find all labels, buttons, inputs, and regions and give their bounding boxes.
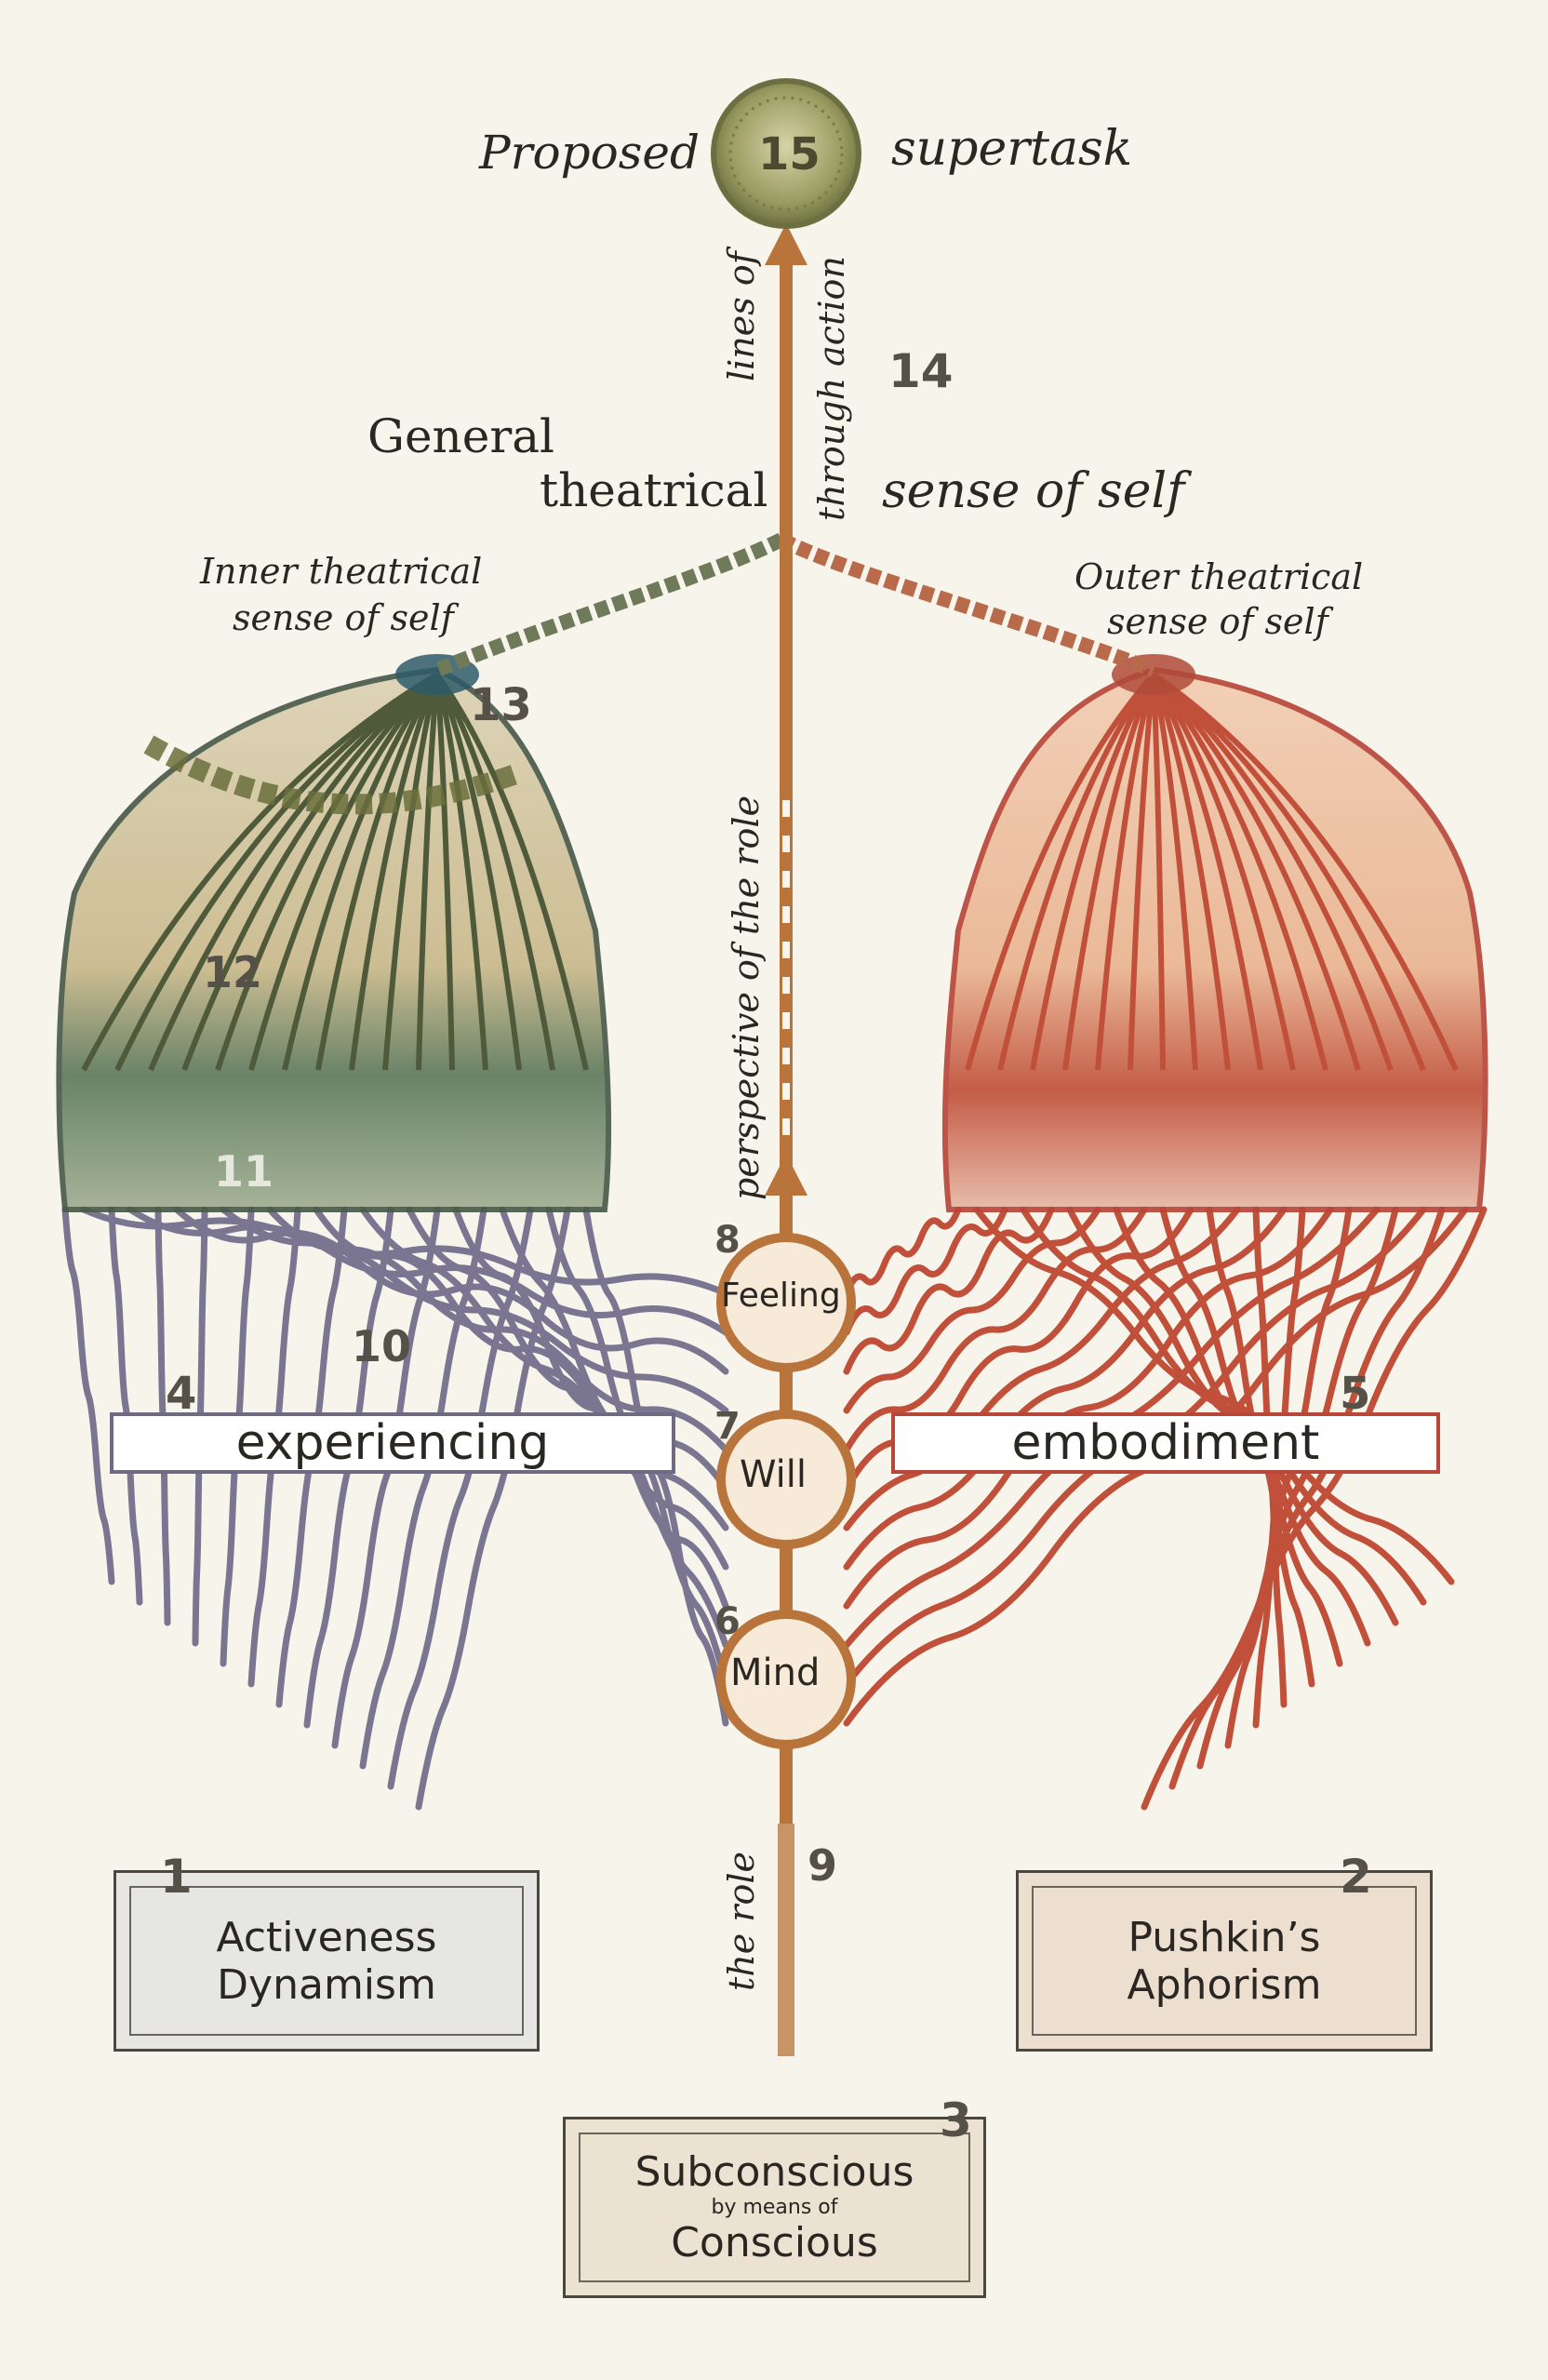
number-6: 6 <box>714 1600 741 1643</box>
mind-label: Mind <box>730 1651 820 1694</box>
pushkins-label: Pushkin’s <box>1128 1914 1321 1961</box>
the-role-label: the role <box>721 1852 762 1991</box>
embodiment-label: embodiment <box>1012 1415 1320 1471</box>
perspective-label: perspective of the role <box>726 796 767 1200</box>
embodiment-band: embodiment <box>891 1412 1440 1474</box>
through-action-label: through action <box>811 256 852 521</box>
left-roots <box>65 1210 726 1807</box>
left-root <box>65 1210 112 1582</box>
general-label-line1: General <box>367 409 554 463</box>
will-label: Will <box>740 1453 807 1496</box>
by-means-of-label: by means of <box>711 2196 837 2219</box>
outer-theatrical-line2: sense of self <box>1107 601 1328 642</box>
number-4: 4 <box>166 1368 196 1420</box>
conscious-label: Conscious <box>671 2219 878 2266</box>
trunk <box>765 223 807 2056</box>
dynamism-label: Dynamism <box>217 1961 436 2009</box>
number-9: 9 <box>807 1840 837 1891</box>
lines-of-label: lines of <box>721 251 762 381</box>
inner-theatrical-line2: sense of self <box>233 597 454 638</box>
subconscious-box: Subconscious by means of Conscious <box>563 2117 986 2298</box>
right-root <box>1144 1210 1484 1807</box>
number-1: 1 <box>160 1850 193 1904</box>
number-13: 13 <box>470 679 532 731</box>
number-7: 7 <box>714 1405 741 1448</box>
general-label-line2: theatrical <box>540 463 767 517</box>
number-12: 12 <box>203 947 262 997</box>
subconscious-label: Subconscious <box>635 2148 914 2196</box>
experiencing-band: experiencing <box>110 1412 675 1474</box>
number-10: 10 <box>352 1321 411 1371</box>
right-canopy <box>945 654 1486 1210</box>
number-2: 2 <box>1340 1850 1372 1904</box>
left-root <box>112 1210 140 1602</box>
left-root <box>456 1210 726 1606</box>
left-root <box>391 1210 530 1786</box>
number-8: 8 <box>714 1219 741 1262</box>
number-15: 15 <box>758 128 821 181</box>
proposed-label: Proposed <box>479 126 700 180</box>
number-14: 14 <box>888 344 954 398</box>
number-11: 11 <box>214 1146 274 1197</box>
left-canopy <box>59 654 608 1210</box>
feeling-label: Feeling <box>721 1277 841 1315</box>
inner-theatrical-line1: Inner theatrical <box>200 551 482 592</box>
number-5: 5 <box>1340 1368 1370 1420</box>
experiencing-label: experiencing <box>236 1415 550 1471</box>
number-3: 3 <box>940 2093 972 2147</box>
aphorism-label: Aphorism <box>1128 1961 1322 2009</box>
supertask-label: supertask <box>891 121 1132 177</box>
sense-of-self-label: sense of self <box>882 463 1184 519</box>
right-roots <box>847 1210 1484 1807</box>
left-root <box>419 1210 567 1807</box>
activeness-label: Activeness <box>217 1914 437 1961</box>
outer-theatrical-line1: Outer theatrical <box>1074 556 1363 597</box>
